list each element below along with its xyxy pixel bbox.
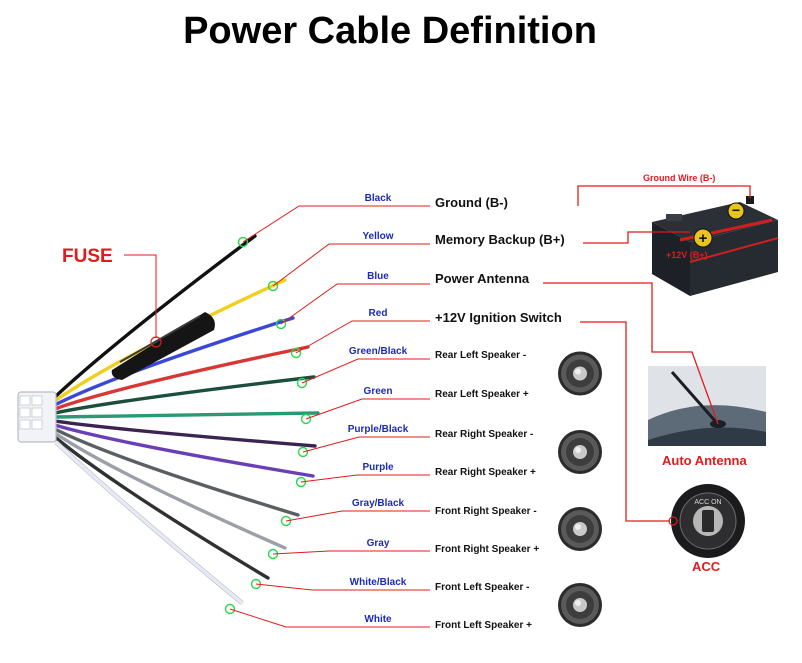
wire-function-label: Front Right Speaker +: [435, 544, 539, 555]
speaker-icon: [558, 351, 602, 396]
wire-function-label: Front Left Speaker +: [435, 620, 532, 631]
leader-line: [242, 205, 430, 243]
wire-0: [54, 234, 257, 398]
wire-marker: [224, 603, 236, 615]
wire-2: [54, 316, 295, 407]
ignition-switch-image: ACC ON: [671, 484, 745, 558]
wires-layer: [54, 234, 320, 605]
ground-wire-line: [577, 185, 751, 206]
ground-wire-label: Ground Wire (B-): [643, 173, 715, 183]
wire-function-label: Rear Right Speaker +: [435, 467, 536, 478]
car-antenna-image: [648, 366, 766, 446]
speaker-icon: [558, 583, 602, 627]
leader-line: [300, 474, 430, 483]
leader-line: [302, 436, 430, 453]
wire-function-label: Rear Left Speaker -: [435, 350, 526, 361]
wire-marker: [290, 347, 302, 359]
svg-text:−: −: [732, 202, 740, 218]
wire-5: [54, 411, 320, 419]
wire-function-label: Ground (B-): [435, 195, 508, 210]
memory-wire-line: [583, 231, 690, 244]
wire-8: [54, 427, 300, 517]
speakers-layer: [558, 351, 602, 627]
wire-color-label: Green/Black: [349, 346, 408, 357]
leader-line: [305, 398, 430, 420]
wire-4: [54, 375, 316, 415]
harness-connector: [17, 391, 57, 443]
fuse-label: FUSE: [62, 246, 113, 267]
wire-function-label: Power Antenna: [435, 271, 530, 286]
wire-color-label: Purple/Black: [348, 424, 409, 435]
wire-color-label: Gray/Black: [352, 498, 405, 509]
wire-color-label: White: [364, 614, 392, 625]
leader-line: [295, 320, 430, 354]
wire-function-label: Memory Backup (B+): [435, 232, 565, 247]
wire-10: [54, 436, 270, 580]
wire-marker: [297, 446, 309, 458]
wire-marker: [267, 280, 279, 292]
leader-line: [229, 608, 430, 628]
antenna-label: Auto Antenna: [662, 453, 747, 468]
svg-text:+: +: [699, 230, 708, 247]
wire-marker: [237, 236, 249, 248]
car-battery-image: + − +12V (B+): [652, 196, 779, 296]
labels-layer: Black Ground (B-) Yellow Memory Backup (B+)…: [348, 193, 565, 631]
leader-line: [272, 550, 430, 555]
wire-color-label: Blue: [367, 271, 389, 282]
wire-color-label: Purple: [362, 462, 394, 473]
markers-layer: [224, 205, 430, 628]
wire-7: [54, 423, 315, 478]
wire-function-label: Front Right Speaker -: [435, 506, 537, 517]
speaker-icon: [558, 507, 602, 551]
wire-9: [54, 432, 287, 550]
wire-color-label: Black: [365, 193, 392, 204]
wire-marker: [280, 515, 292, 527]
fuse-callout: FUSE: [62, 246, 162, 348]
wire-function-label: Front Left Speaker -: [435, 582, 529, 593]
leader-line: [255, 583, 430, 591]
wire-marker: [275, 318, 287, 330]
leader-line: [280, 283, 430, 325]
antenna-line: [543, 282, 719, 425]
wire-11: [54, 440, 244, 605]
wire-color-label: White/Black: [350, 577, 407, 588]
wire-color-label: Gray: [367, 538, 390, 549]
wire-function-label: +12V Ignition Switch: [435, 310, 562, 325]
wire-color-label: Yellow: [362, 231, 393, 242]
page-title: Power Cable Definition: [183, 10, 597, 52]
leader-line: [285, 510, 430, 522]
acc-label: ACC: [692, 559, 721, 574]
leader-line: [272, 243, 430, 287]
wire-function-label: Rear Right Speaker -: [435, 429, 533, 440]
wire-3: [54, 345, 310, 411]
wire-function-label: Rear Left Speaker +: [435, 389, 529, 400]
wire-6: [54, 419, 317, 448]
svg-text:ACC ON: ACC ON: [694, 499, 721, 506]
battery-plus-label: +12V (B+): [666, 250, 708, 260]
leader-line: [301, 358, 430, 384]
speaker-icon: [558, 430, 602, 474]
wire-color-label: Red: [369, 308, 388, 319]
wire-marker: [300, 413, 312, 425]
acc-line: [580, 321, 670, 522]
wire-color-label: Green: [364, 386, 393, 397]
wire-marker: [296, 377, 308, 389]
wire-marker: [295, 476, 307, 488]
